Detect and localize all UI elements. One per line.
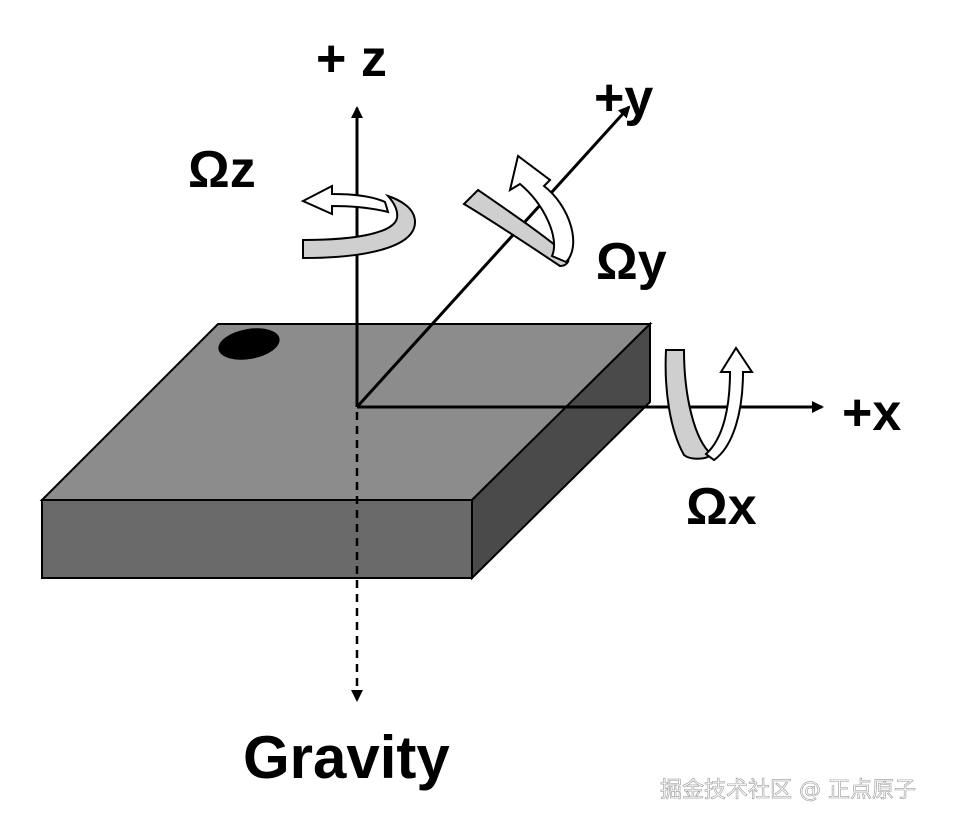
pin1-marker [218,328,280,360]
y-axis [355,105,631,409]
omega-z-label: Ωz [188,141,256,199]
rotation-band-z [302,193,417,260]
rotation-band-y [462,188,570,268]
rotation-arrow-z [300,184,417,260]
chip-side-face [471,321,651,581]
watermark: 掘金技术社区 @ 正点原子 [660,778,916,803]
omega-y-label: Ωy [596,233,667,291]
omega-x-label: Ωx [686,478,757,536]
rotation-head-x [704,346,754,462]
chip-front-face [41,499,473,579]
x-axis-label: +x [842,384,901,442]
z-axis-label: + z [316,30,387,88]
sensor-chip [39,321,653,581]
rotation-head-z [300,184,390,216]
y-axis-label: +y [594,69,653,127]
rotation-head-y [508,154,575,264]
rotation-band-x [664,349,714,460]
gravity-label: Gravity [243,724,450,791]
rotation-arrow-x [664,346,754,462]
rotation-arrow-y [462,154,575,268]
axes [351,105,824,702]
